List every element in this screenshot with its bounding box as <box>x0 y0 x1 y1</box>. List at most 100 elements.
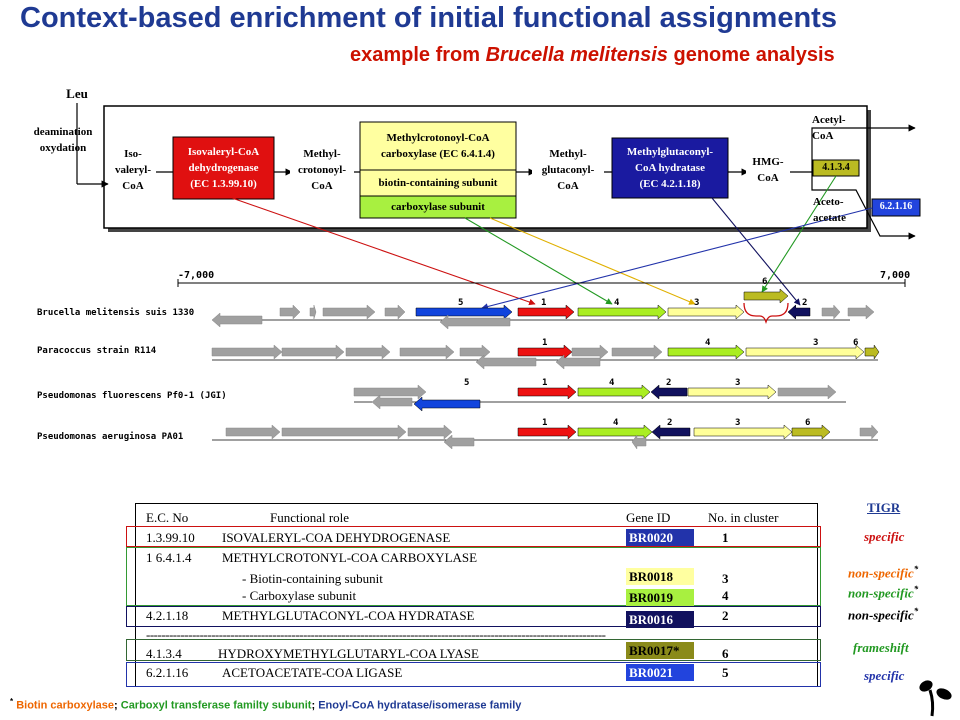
gene-arrow-other <box>281 344 345 360</box>
gene-arrow-other <box>281 424 407 440</box>
iso-line-3: CoA <box>122 180 144 192</box>
to-acetoacetate-arrow <box>811 172 916 240</box>
header-num: No. in cluster <box>708 510 779 525</box>
r3-gene-label: 4 <box>609 378 615 388</box>
gene-arrow-gene4 <box>577 304 667 320</box>
methylglutaconyl-coa-hydratase: Methylglutaconyl- CoA hydratase (EC 4.2.… <box>612 138 728 198</box>
gene-arrow-gene3 <box>687 384 777 400</box>
row-role: ISOVALERYL-COA DEHYDROGENASE <box>222 530 451 545</box>
gene-arrow-other <box>225 424 281 440</box>
r1-gene-label: 2 <box>802 298 808 308</box>
tigr-star: * <box>913 564 919 574</box>
gene-arrow-gene1 <box>517 384 577 400</box>
footnote-sep: ; <box>114 699 118 712</box>
scale-right-label: 7,000 <box>880 270 911 281</box>
link-gene2 <box>711 197 801 306</box>
gene-arrow-other <box>847 304 875 320</box>
species-label-4: Pseudomonas aeruginosa PA01 <box>37 432 184 442</box>
gene-arrow-other <box>821 304 841 320</box>
tigr-entry: specific <box>864 529 905 544</box>
header-ec: E.C. No <box>146 510 189 525</box>
r1-gene-label: 3 <box>694 298 700 308</box>
deamination-line-2: oxydation <box>39 142 87 154</box>
footnote-biotin: Biotin carboxylase <box>16 699 115 712</box>
enzyme-box-biotin-subunit <box>359 169 517 197</box>
link-gene3 <box>489 217 696 305</box>
tigr-entry-text: non-specific <box>848 607 914 623</box>
tigr-entry-text: non-specific <box>848 565 914 581</box>
gene-arrow-other <box>322 304 376 320</box>
gene-arrow-other <box>309 304 317 320</box>
gene-arrow-gene1 <box>517 304 575 320</box>
r4-gene-label: 6 <box>805 418 811 428</box>
gene-arrow-gene6 <box>791 424 831 440</box>
r4-gene-label: 4 <box>613 418 619 428</box>
ec-lyase-label: 4.1.3.4 <box>822 162 850 173</box>
species-label-3: Pseudomonas fluorescens Pf0-1 (JGI) <box>37 391 227 401</box>
gene-arrow-gene1 <box>517 344 573 360</box>
subtitle-prefix: example from <box>350 44 486 66</box>
row-role: - Carboxylase subunit <box>242 588 357 603</box>
isovaleryl-coa-dehydrogenase: Isovaleryl-CoA dehydrogenase (EC 1.3.99.… <box>173 137 274 199</box>
tigr-entry: non-specific* <box>848 564 918 581</box>
gene-arrow-gene5 <box>415 304 513 320</box>
row-role: HYDROXYMETHYLGLUTARYL-COA LYASE <box>218 646 479 661</box>
gene-arrow-other <box>571 344 609 360</box>
methylcrotonoyl-coa-label: Methyl- crotonoyl- CoA <box>290 146 354 194</box>
acetyl-line-2: CoA <box>812 130 834 142</box>
r3-gene-label: 1 <box>542 378 548 388</box>
row-num: 5 <box>722 665 729 680</box>
gene-arrow-gene3 <box>693 424 793 440</box>
row-gene-id: BR0021 <box>626 664 694 681</box>
hmg-coa-label: HMG- CoA <box>746 154 790 186</box>
footnote-sep: ; <box>311 699 316 712</box>
enz2-line-1: Methylcrotonoyl-CoA <box>386 132 490 144</box>
gene-arrow-other <box>555 354 601 370</box>
gene-arrow-other <box>211 344 283 360</box>
gene-arrow-other <box>631 434 647 450</box>
gene-arrow-other <box>611 344 663 360</box>
row-role: METHYLGLUTACONYL-COA HYDRATASE <box>222 608 475 623</box>
acetoacetate-label: Aceto- acetate <box>813 194 863 226</box>
mc-line-1: Methyl- <box>303 148 341 160</box>
page-title: Context-based enrichment of initial func… <box>20 2 837 34</box>
gene-arrow-other <box>443 434 475 450</box>
gene-arrow-gene5 <box>413 396 481 412</box>
row-gene-id: BR0020 <box>626 529 694 546</box>
enz2-line-2: carboxylase (EC 6.4.1.4) <box>381 148 495 160</box>
gene-arrow-other <box>211 312 263 328</box>
footnote-star: * <box>10 697 14 706</box>
r1-gene-label: 5 <box>458 298 464 308</box>
gene-arrow-gene2 <box>651 424 691 440</box>
gene-arrow-other <box>407 424 453 440</box>
species-label-2: Paracoccus strain R114 <box>37 346 157 356</box>
gene-arrow-other <box>475 354 537 370</box>
mc-line-2: crotonoyl- <box>297 164 347 176</box>
r4-gene-label: 2 <box>667 418 673 428</box>
gene-arrow-other <box>353 384 427 400</box>
r1-gene-label: 4 <box>614 298 620 308</box>
r1-gene-label: 1 <box>541 298 547 308</box>
r3-gene-label: 3 <box>735 378 741 388</box>
highlight-row-ligase <box>126 662 821 687</box>
methylglutaconyl-coa-label: Methyl- glutaconyl- CoA <box>532 146 604 194</box>
gene-arrow-other <box>399 344 455 360</box>
gene-arrow-other <box>384 304 406 320</box>
isovaleryl-coa-label: Iso- valeryl- CoA <box>110 146 156 194</box>
leu-label: Leu <box>66 86 88 101</box>
hmg-line-2: CoA <box>757 172 779 184</box>
hmg-line-1: HMG- <box>752 156 784 168</box>
highlight-row-dehydrogenase <box>126 526 821 547</box>
gene-arrow-other <box>371 394 413 410</box>
mg-line-2: glutaconyl- <box>541 164 595 176</box>
tigr-entry-text: non-specific <box>848 585 914 601</box>
enzyme-box-carboxylase-subunit <box>359 195 517 219</box>
gene-arrow-gene4 <box>667 344 745 360</box>
row-num: 2 <box>722 608 729 623</box>
highlight-row-carboxylase <box>126 547 821 606</box>
row-num: 1 <box>722 530 729 545</box>
page-subtitle: example from Brucella melitensis genome … <box>350 44 835 67</box>
r2-gene-label: 6 <box>853 338 859 348</box>
carboxylase-subunit: carboxylase subunit <box>391 201 485 213</box>
header-role: Functional role <box>270 510 350 525</box>
